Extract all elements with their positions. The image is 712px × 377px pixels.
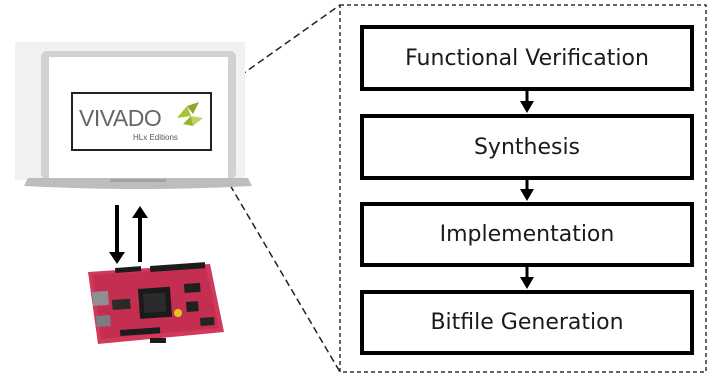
vivado-logo-subtitle: HLx Editions bbox=[133, 133, 178, 142]
flow-arrow-3 bbox=[520, 267, 534, 289]
download-arrow bbox=[109, 205, 125, 264]
step-synthesis: Synthesis bbox=[360, 114, 694, 180]
zoom-line-bottom bbox=[229, 184, 341, 373]
flow-arrow-1 bbox=[520, 91, 534, 113]
upload-arrow bbox=[132, 206, 148, 262]
step-label: Functional Verification bbox=[405, 45, 649, 71]
step-label: Synthesis bbox=[473, 134, 581, 160]
vivado-logo-word: VIVADO bbox=[79, 105, 162, 131]
zoom-frame bbox=[339, 4, 707, 373]
vivado-leaf-mark bbox=[177, 102, 203, 126]
step-functional-verification: Functional Verification bbox=[360, 25, 694, 91]
fpga-board-icon bbox=[88, 262, 224, 344]
step-implementation: Implementation bbox=[360, 202, 694, 267]
step-label: Implementation bbox=[439, 222, 615, 247]
vivado-logo-icon: VIVADO HLx Editions bbox=[71, 92, 212, 151]
flow-arrow-2 bbox=[520, 180, 534, 201]
step-label: Bitfile Generation bbox=[430, 310, 624, 335]
step-bitfile-generation: Bitfile Generation bbox=[360, 290, 694, 355]
